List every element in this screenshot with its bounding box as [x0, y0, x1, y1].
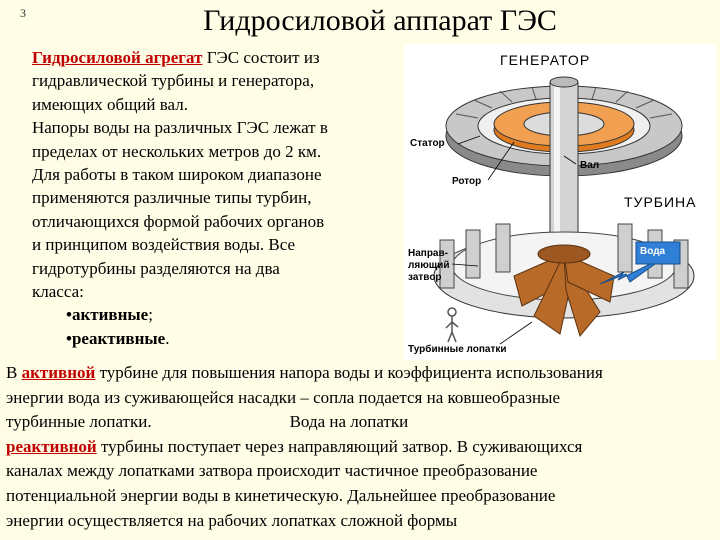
bullet-reactive-end: . — [165, 328, 170, 348]
bottom-line-6: потенциальной энергии воды в кинетическу… — [6, 485, 556, 505]
slide-title: Гидросиловой аппарат ГЭС — [203, 4, 557, 37]
turbine-generator-illustration — [433, 76, 695, 345]
bottom-line-4-rest: турбины поступает через направляющий зат… — [96, 436, 583, 456]
intro-line-1: ГЭС состоит из — [202, 48, 320, 67]
bullet-active-end: ; — [148, 305, 153, 325]
intro-line-11: класса: — [32, 282, 84, 302]
label-generator: ГЕНЕРАТОР — [500, 52, 591, 68]
label-turbine-blades: Турбинные лопатки — [408, 344, 507, 355]
bottom-line-5: каналах между лопатками затвора происход… — [6, 461, 538, 481]
intro-line-5: пределах от нескольких метров до 2 км. — [32, 141, 322, 161]
bottom-line-2: энергии вода из суживающейся насадки – с… — [6, 387, 561, 407]
label-wicket-gate-line-2: ляющий — [408, 260, 450, 271]
intro-line-2: гидравлической турбины и генератора, — [32, 71, 315, 91]
slide-number: 3 — [20, 6, 26, 20]
term-reactive: реактивной — [6, 436, 97, 456]
label-wicket-gate: Направ- ляющий затвор — [408, 248, 449, 284]
intro-line-8: отличающихся формой рабочих органов — [32, 211, 325, 231]
turbine-generator-diagram: ГЕНЕРАТОР Статор Ротор Вал ТУРБИНА Вода … — [404, 44, 716, 360]
label-wicket-gate-line-1: Направ- — [408, 248, 448, 259]
intro-line-4: Напоры воды на различных ГЭС лежат в — [32, 118, 328, 138]
bullet-reactive: •реактивные. — [32, 327, 402, 350]
bottom-line-1-rest: турбине для повышения напора воды и коэф… — [95, 363, 603, 382]
bullet-active: •активные; — [32, 303, 402, 326]
label-wicket-gate-line-3: затвор — [408, 272, 442, 283]
bullet-reactive-label: •реактивные — [66, 328, 166, 348]
label-rotor: Ротор — [452, 176, 482, 187]
bottom-line-1-start: В — [6, 363, 22, 382]
intro-line-7: применяются различные типы турбин, — [32, 188, 312, 208]
intro-line-10: гидротурбины разделяются на два — [32, 258, 280, 278]
bullet-active-label: •активные — [66, 305, 149, 325]
label-stator: Статор — [410, 138, 445, 149]
intro-line-9: и принципом воздействия воды. Все — [32, 235, 296, 255]
term-hydro-unit: Гидросиловой агрегат — [32, 48, 203, 67]
intro-line-3: имеющих общий вал. — [32, 94, 188, 114]
label-water: Вода — [640, 246, 666, 257]
label-shaft: Вал — [580, 160, 600, 171]
term-active: активной — [21, 363, 96, 382]
bottom-line-3-start: турбинные лопатки. — [6, 412, 152, 432]
bottom-text: В активной турбине для повышения напора … — [6, 361, 716, 533]
intro-line-6: Для работы в таком широком диапазоне — [32, 165, 322, 185]
intro-text: Гидросиловой агрегат ГЭС состоит из гидр… — [32, 46, 402, 350]
label-turbine: ТУРБИНА — [624, 194, 697, 210]
bottom-line-7: энергии осуществляется на рабочих лопатк… — [6, 510, 458, 530]
bottom-line-3-end: Вода на лопатки — [289, 412, 409, 432]
